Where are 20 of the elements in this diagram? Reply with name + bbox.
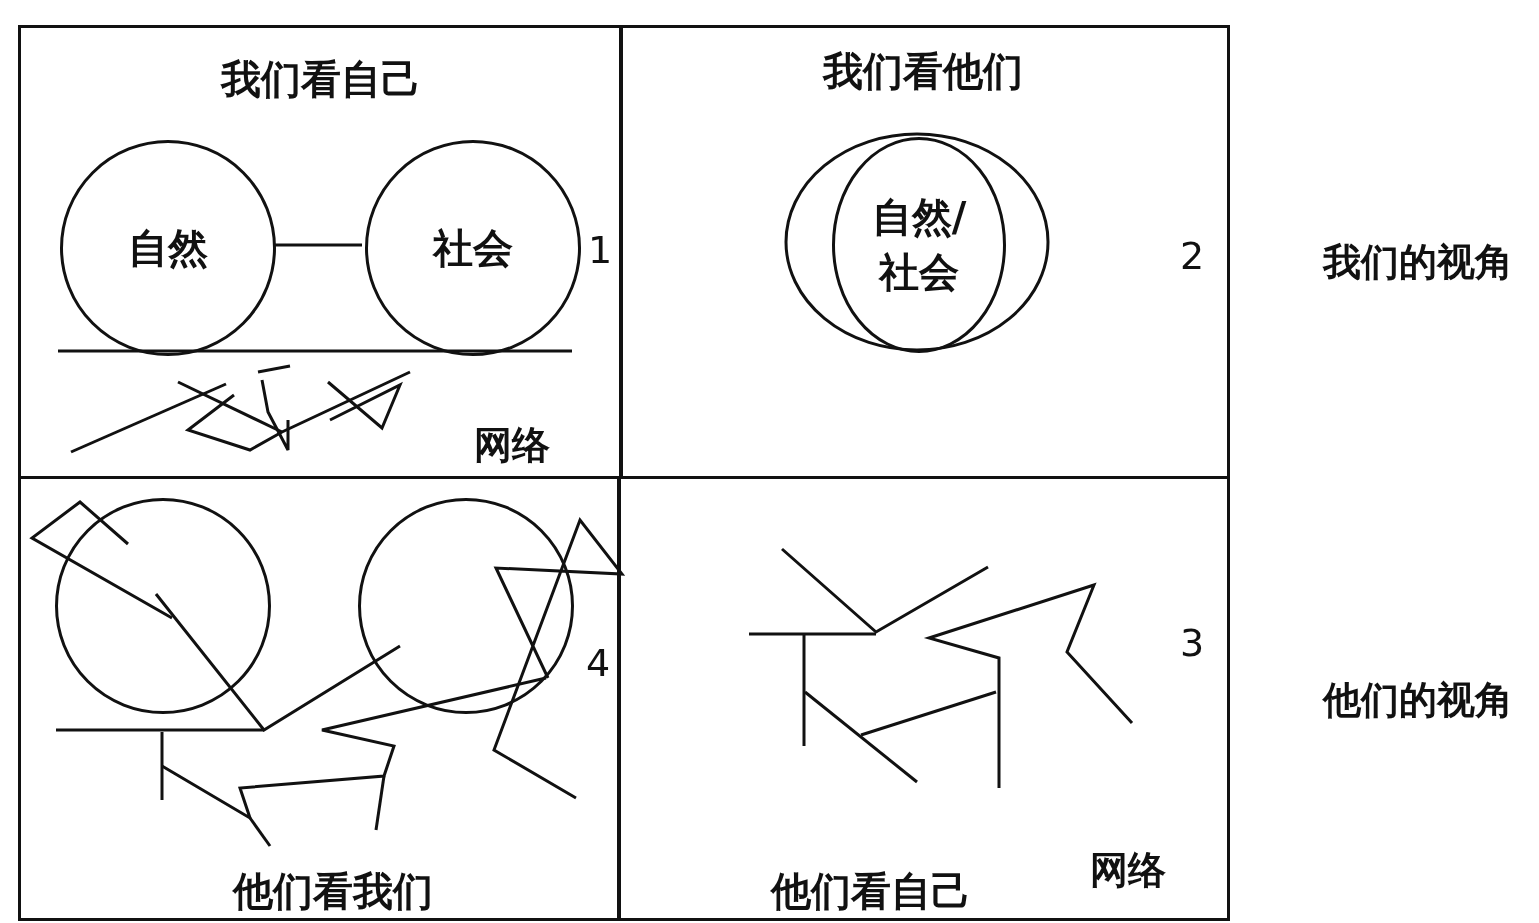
row-label: 他们的视角 (1323, 676, 1513, 724)
row-label: 我们的视角 (1323, 238, 1513, 286)
panel-number: 2 (1179, 234, 1205, 278)
panel-frame (618, 476, 1230, 921)
circle-label: 社会 (431, 223, 514, 273)
panel-heading: 我们看自己 (221, 55, 421, 104)
panel-frame (18, 476, 620, 921)
connector-line (273, 243, 362, 247)
panel-heading: 他们看自己 (771, 867, 971, 916)
panel-number: 4 (585, 641, 611, 685)
panel-heading: 我们看他们 (823, 47, 1023, 96)
panel-number: 3 (1179, 621, 1205, 665)
circle-label: 自然 (127, 223, 209, 273)
panel-heading: 他们看我们 (233, 867, 433, 916)
circle-label: 自然/社会 (870, 193, 968, 297)
network-label: 网络 (474, 421, 550, 469)
panel-frame (620, 25, 1230, 479)
panel-number: 1 (587, 228, 613, 272)
network-label: 网络 (1090, 846, 1166, 894)
panel-frame (18, 25, 622, 479)
